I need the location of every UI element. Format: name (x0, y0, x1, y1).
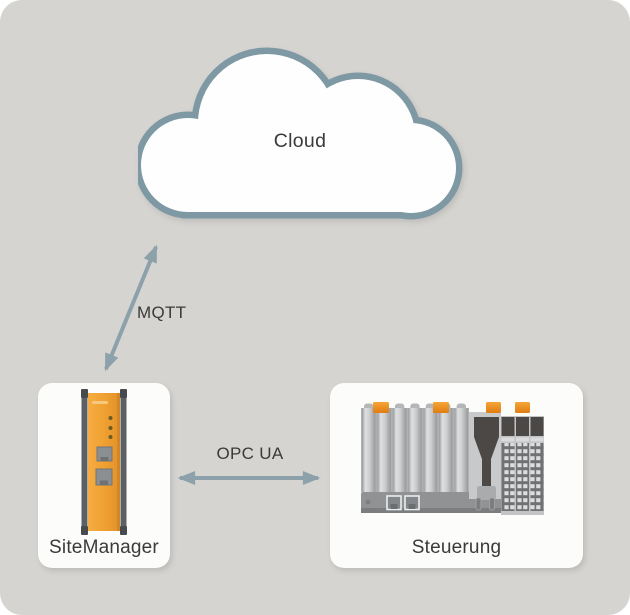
plc-icon (361, 402, 544, 515)
cloud-node: Cloud (138, 47, 463, 220)
steuerung-card: Steuerung (330, 383, 583, 568)
sitemanager-device-icon (81, 389, 127, 535)
sitemanager-label: SiteManager (49, 537, 159, 558)
cloud-icon (138, 47, 463, 220)
sitemanager-card: SiteManager (38, 383, 170, 568)
cloud-label: Cloud (274, 130, 326, 152)
mqtt-label: MQTT (137, 303, 187, 322)
opc-ua-label: OPC UA (216, 444, 284, 463)
steuerung-label: Steuerung (411, 537, 502, 558)
